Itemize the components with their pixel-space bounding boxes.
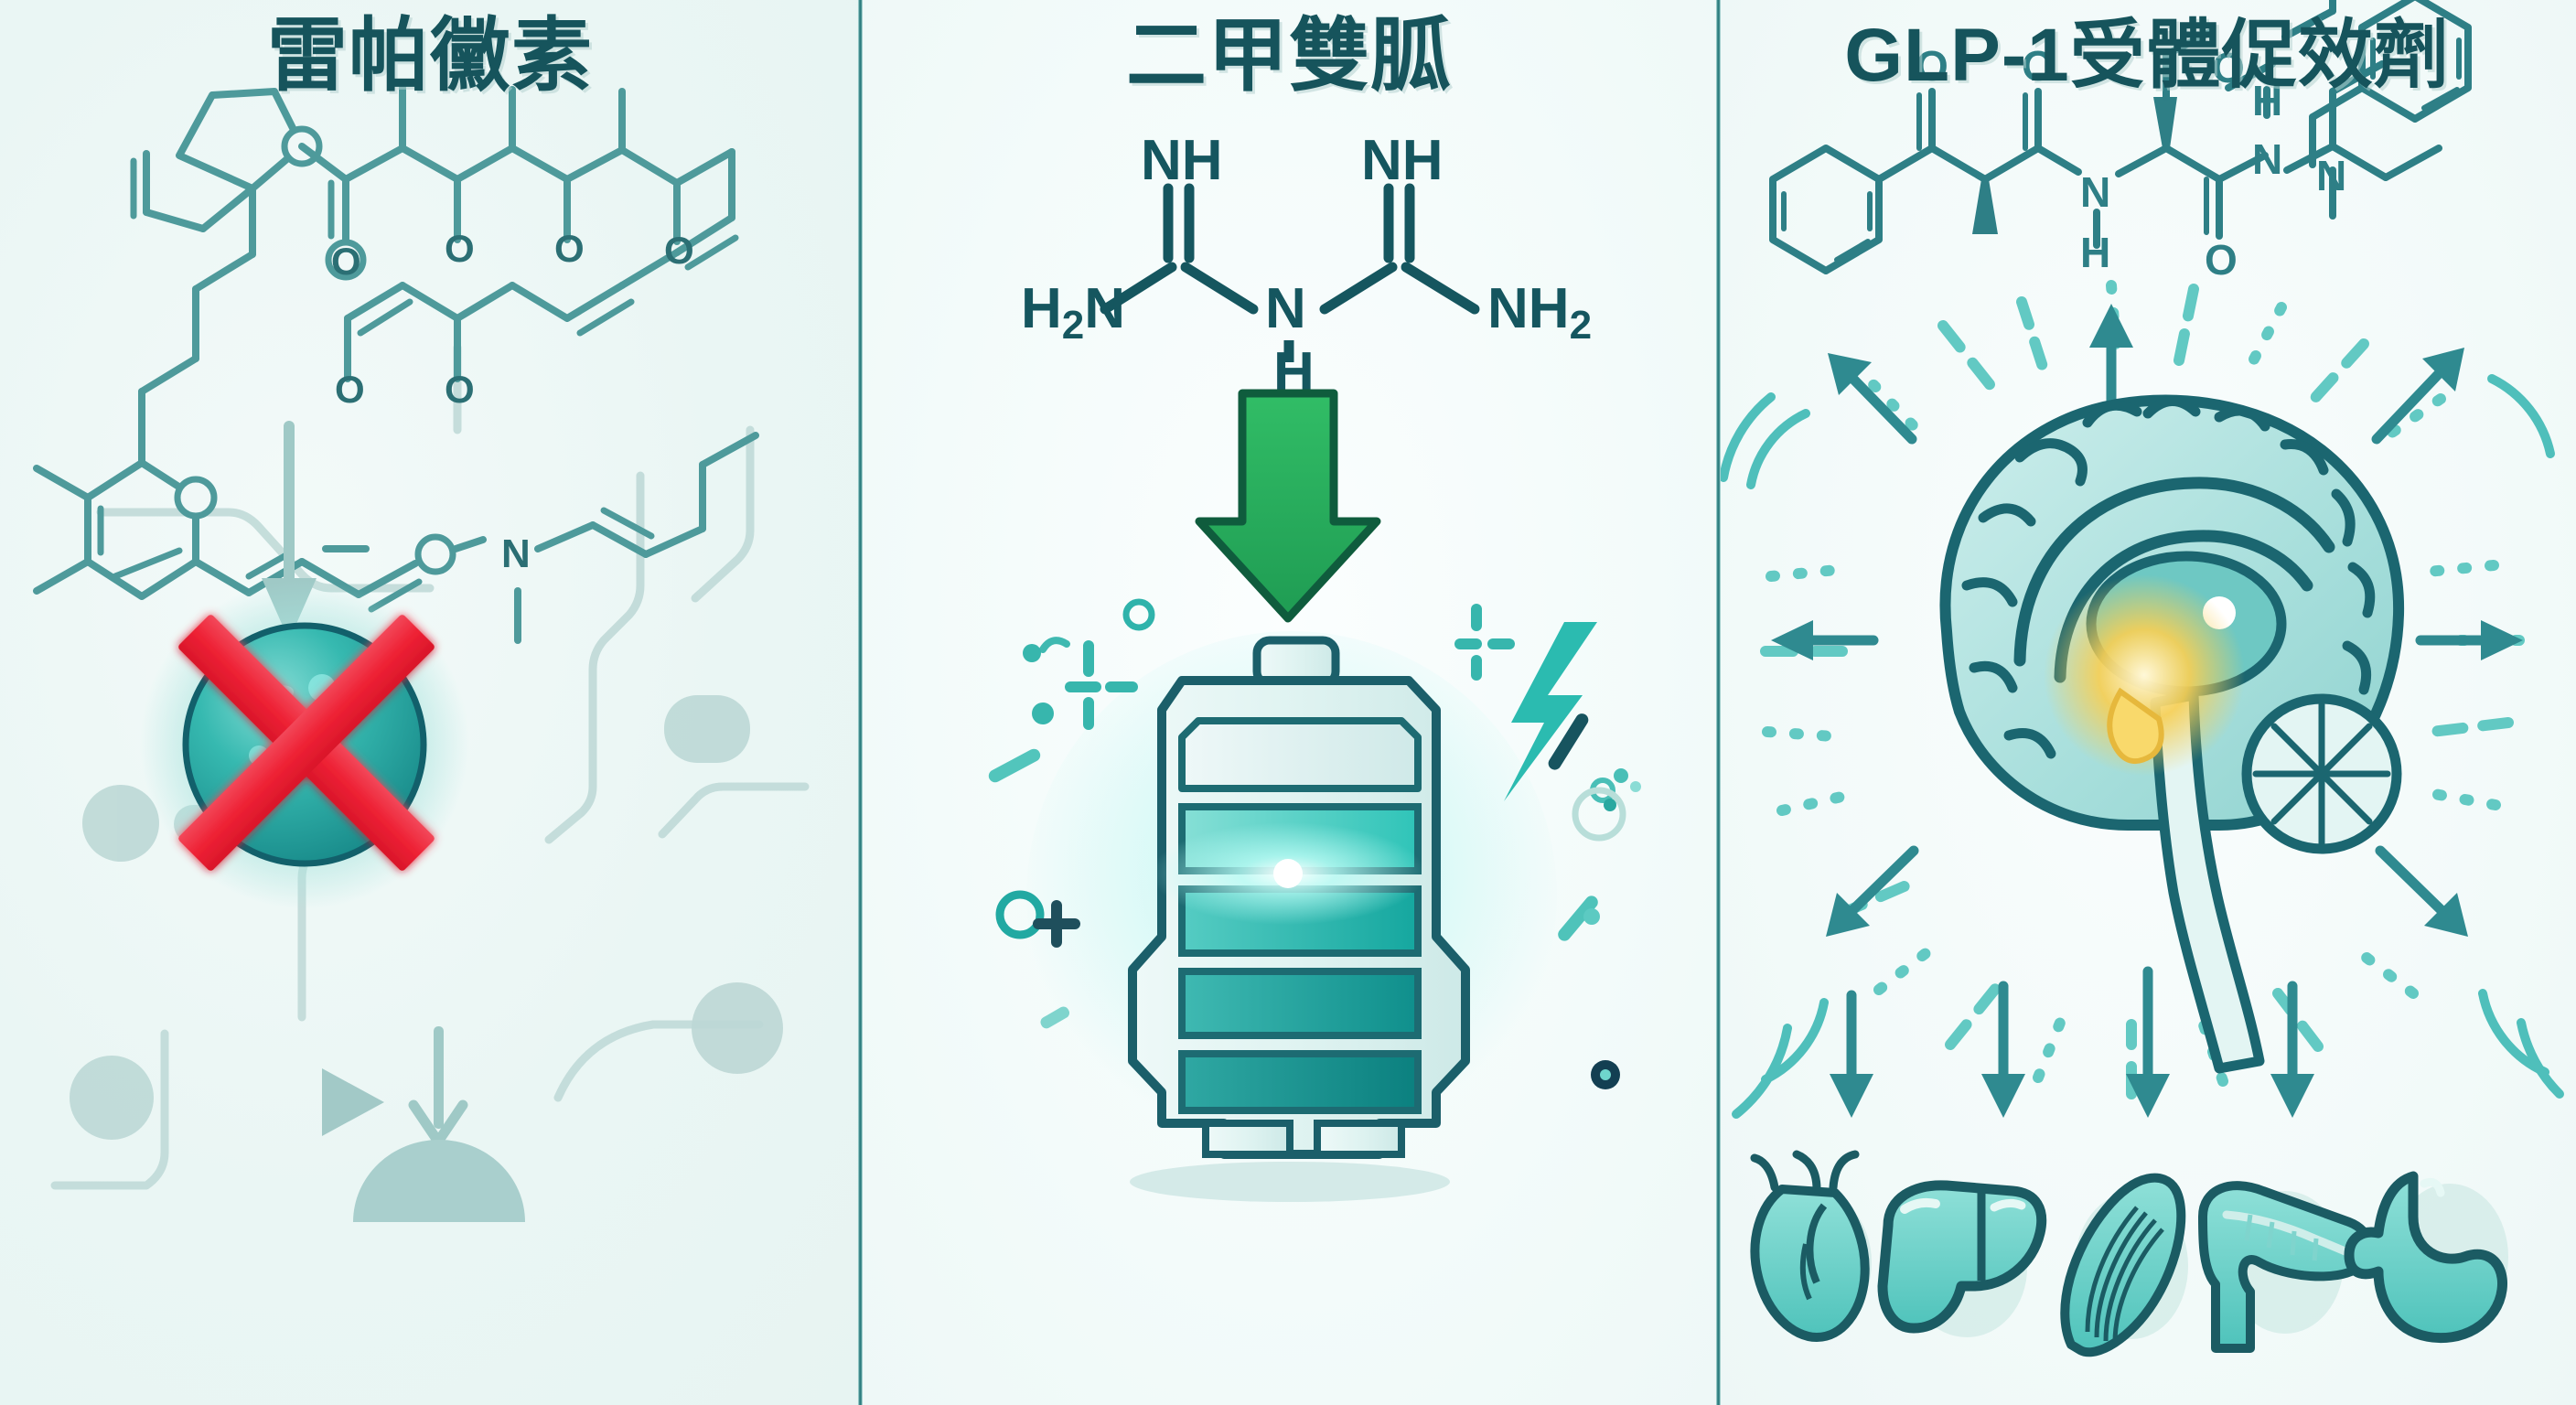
panel-glp1: GLP-1受體促效劑 xyxy=(1718,0,2576,1405)
ground-shadow-ellipse xyxy=(1130,1162,1450,1202)
rapamycin-skeletal-structure: N xyxy=(33,84,759,644)
label-nh2: NH2 xyxy=(1487,277,1592,348)
label-n-1: N xyxy=(2080,168,2110,216)
svg-text:O: O xyxy=(554,227,585,270)
circuit-arrowheads xyxy=(322,1068,384,1136)
organ-row xyxy=(1750,1150,2508,1357)
svg-text:O: O xyxy=(445,368,475,411)
molecule-oxygen-labels: O O O O O O xyxy=(331,227,694,411)
panel-rapamycin: 雷帕黴素 xyxy=(0,0,860,1405)
label-nh-left: NH xyxy=(1141,129,1223,192)
label-o-1: O xyxy=(1916,42,1948,90)
svg-text:O: O xyxy=(445,227,475,270)
label-n-center: N xyxy=(1265,277,1306,340)
glp1-peptide-skeletal-structure xyxy=(1769,0,2472,274)
sagittal-brain-cross-section xyxy=(1939,394,2405,1074)
lightning-bolt-icon xyxy=(1504,622,1597,801)
svg-text:N: N xyxy=(501,531,531,576)
metformin-panel-art: NH NH H2N N H NH2 xyxy=(988,129,1641,1202)
signal-wave-arcs xyxy=(1719,374,2564,1119)
panel-divider-2 xyxy=(1716,0,1721,1405)
rapamycin-panel-art: N O O O O O O xyxy=(33,84,810,1222)
svg-text:O: O xyxy=(664,229,694,272)
stomach-icon xyxy=(2344,1171,2508,1344)
label-h-1: H xyxy=(2080,229,2110,276)
liver-icon xyxy=(1877,1180,2047,1337)
panel-title-glp1: GLP-1受體促效劑 xyxy=(1844,14,2450,97)
panel-title-metformin: 二甲雙胍 xyxy=(1125,10,1452,101)
energy-battery-icon xyxy=(1128,636,1470,1159)
panel-metformin: 二甲雙胍 xyxy=(860,0,1718,1405)
label-nh-right: NH xyxy=(1361,129,1444,192)
label-o-2: O xyxy=(2022,42,2055,90)
label-o-4: O xyxy=(2212,44,2245,91)
glp1-panel-art: O O N H O N H N O xyxy=(1719,0,2564,1357)
cell-outcome-arrow xyxy=(408,1026,468,1147)
panel-divider-1 xyxy=(858,0,863,1405)
hypothalamus-glow xyxy=(2044,574,2245,776)
label-h-2: H xyxy=(2252,77,2282,124)
pancreas-icon xyxy=(2198,1181,2375,1353)
label-n-3: N xyxy=(2316,152,2346,199)
radiating-signal-arrows xyxy=(1771,304,2523,1118)
peptide-atom-labels: O O N H O N H N O xyxy=(1916,42,2346,284)
svg-text:O: O xyxy=(335,368,365,411)
label-o-3: O xyxy=(2205,236,2238,284)
red-x-inhibition-mark[interactable] xyxy=(177,614,436,873)
heart-icon xyxy=(1750,1150,1872,1342)
energy-sparkles xyxy=(988,598,1641,1089)
label-n-2: N xyxy=(2252,135,2282,183)
svg-text:O: O xyxy=(331,240,361,283)
biguanide-skeletal-structure: NH NH H2N N H NH2 xyxy=(1021,129,1592,404)
cell-dome-shape xyxy=(353,1140,525,1222)
label-h2n: H2N xyxy=(1021,277,1125,348)
panel-title-rapamycin: 雷帕黴素 xyxy=(266,10,593,101)
muscle-icon xyxy=(2060,1173,2188,1357)
green-down-arrow xyxy=(1195,389,1381,623)
